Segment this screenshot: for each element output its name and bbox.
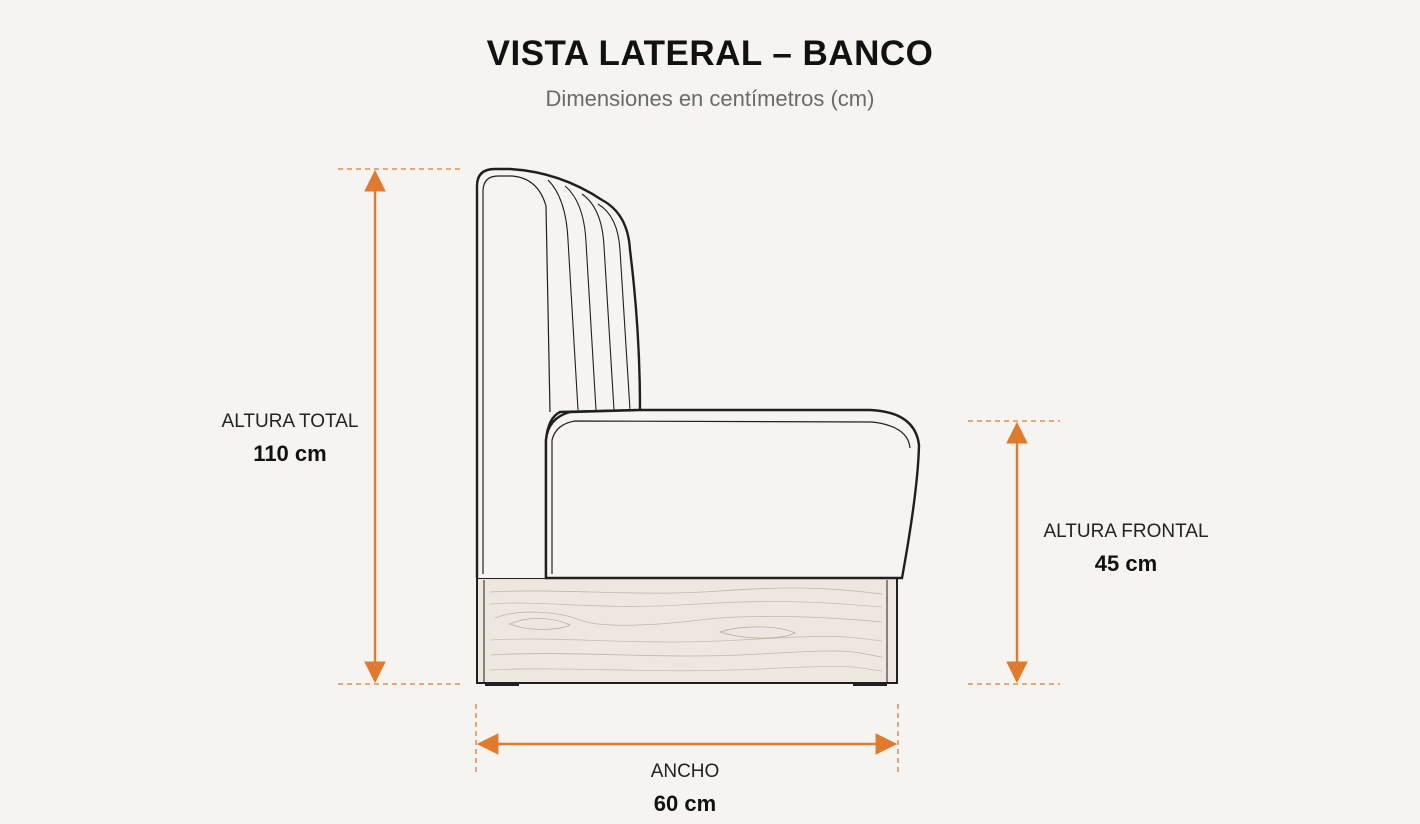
bench-backrest: [475, 167, 642, 578]
front-height-label: ALTURA FRONTAL 45 cm: [1016, 521, 1236, 577]
total-height-value: 110 cm: [253, 441, 327, 466]
bench-wood-base: [476, 577, 898, 684]
total-height-label: ALTURA TOTAL 110 cm: [180, 411, 400, 467]
width-dimension: [475, 704, 899, 774]
bench-seat-cushion: [544, 408, 921, 580]
width-caption: ANCHO: [650, 761, 720, 782]
front-height-caption: ALTURA FRONTAL: [1043, 521, 1209, 542]
front-height-value: 45 cm: [1094, 551, 1158, 576]
total-height-caption: ALTURA TOTAL: [221, 411, 359, 432]
total-height-dimension: [338, 168, 460, 685]
bench-foot-right: [853, 683, 887, 686]
bench-foot-left: [485, 683, 519, 686]
page-subtitle: Dimensiones en centímetros (cm): [545, 86, 875, 111]
width-value: 60 cm: [653, 791, 717, 816]
page-title: VISTA LATERAL – BANCO: [486, 34, 934, 73]
front-height-dimension: [968, 420, 1060, 685]
width-label: ANCHO 60 cm: [575, 761, 795, 817]
